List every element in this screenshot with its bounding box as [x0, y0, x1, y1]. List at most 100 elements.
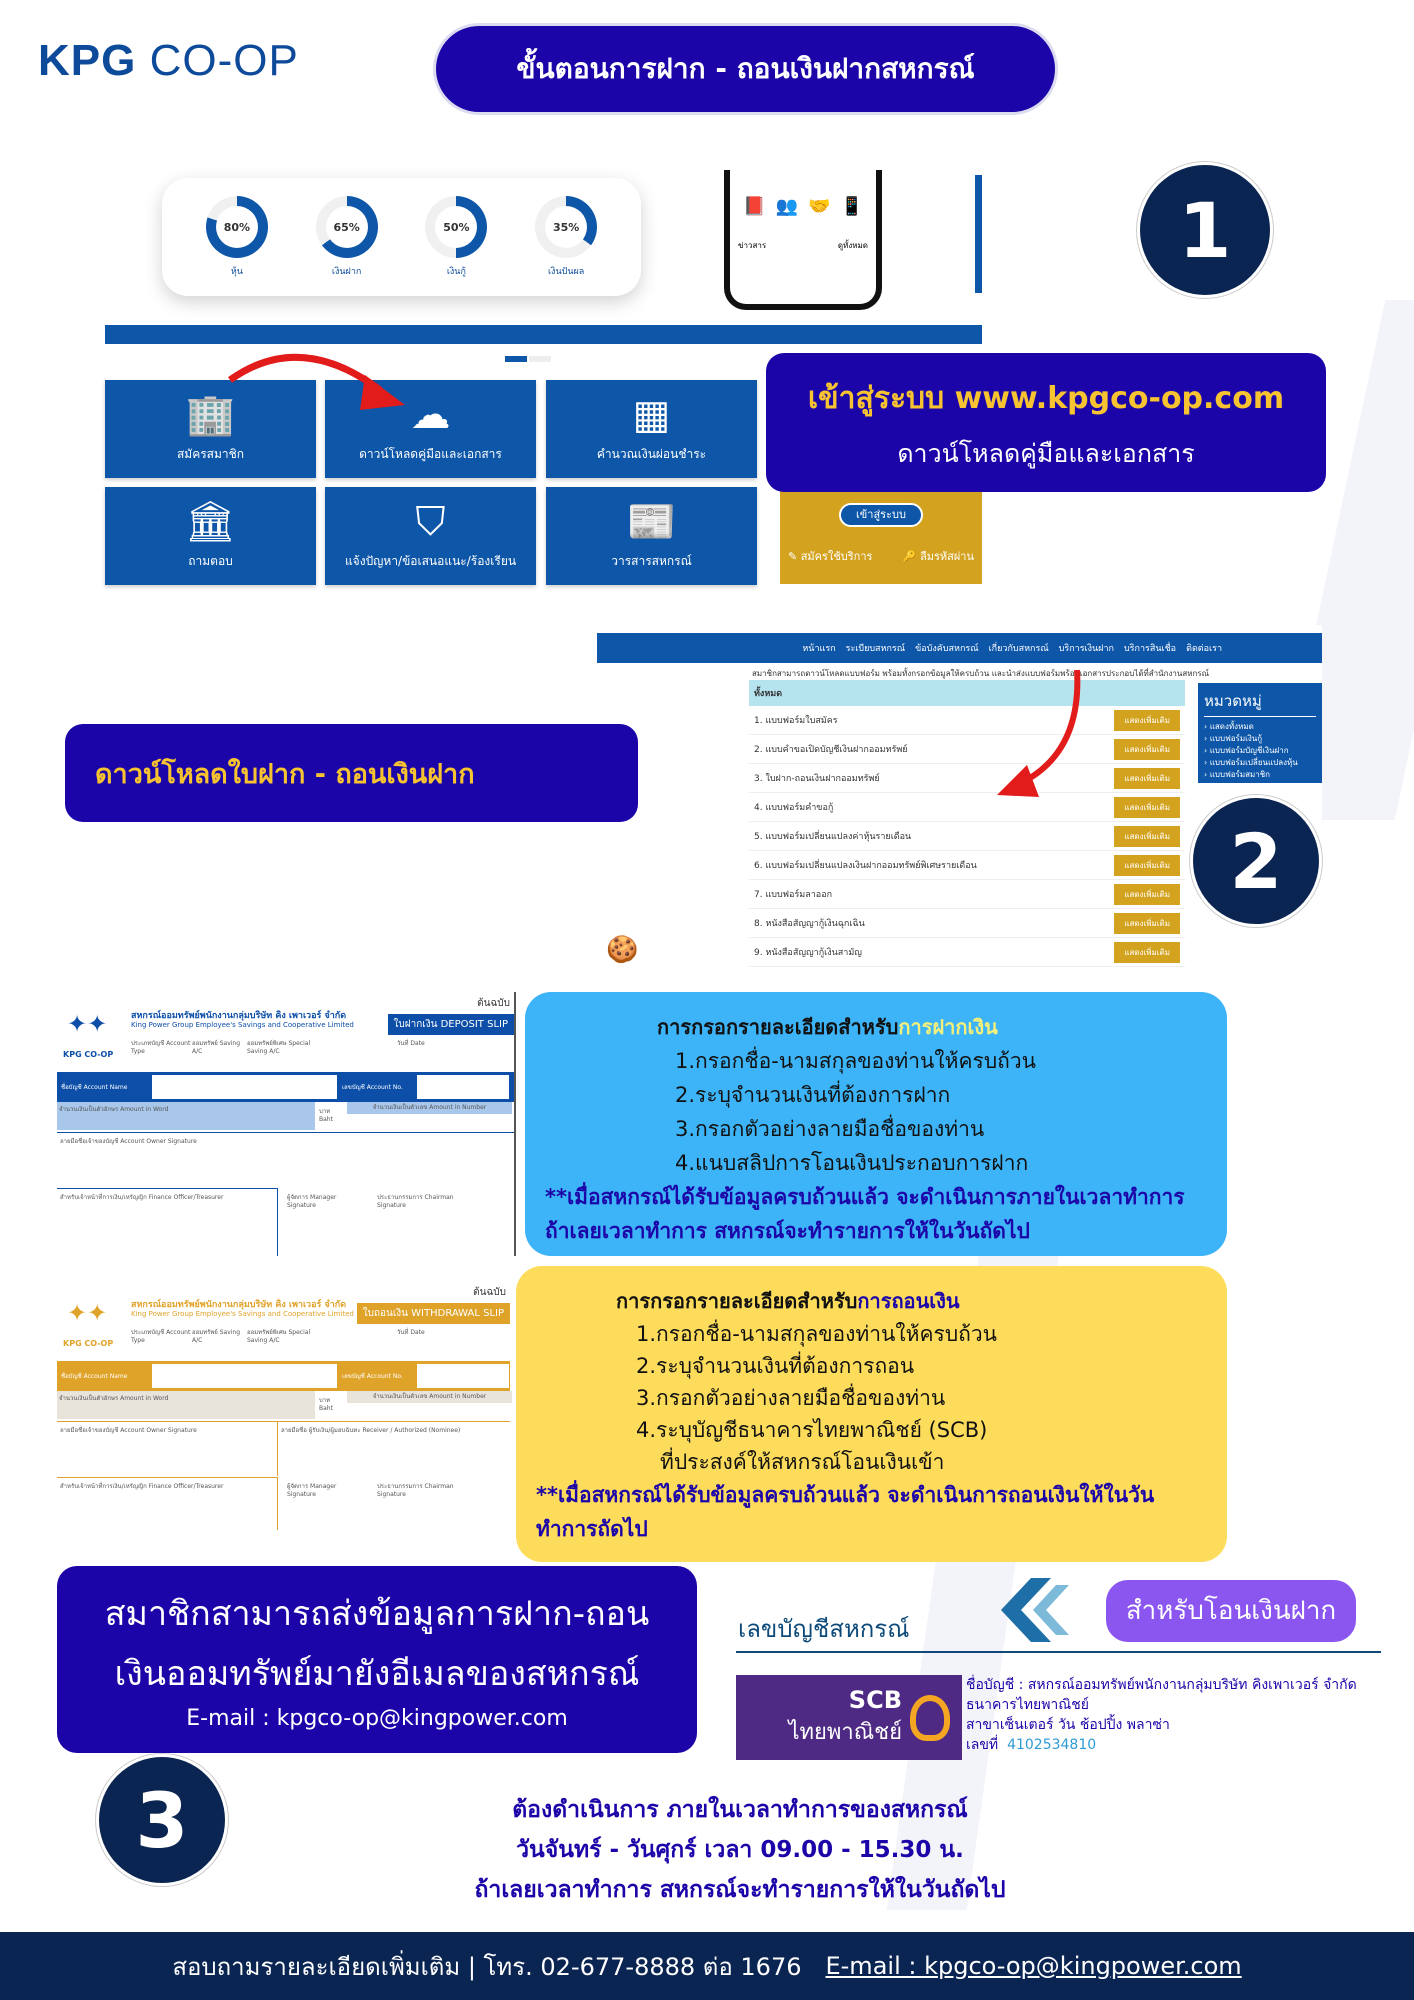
amount-word-cell: จำนวนเงินเป็นตัวอักษร Amount in Word: [57, 1102, 315, 1130]
form-row: 4. แบบฟอร์มคำขอกู้ แสดงเพิ่มเติม: [749, 793, 1185, 822]
kpg-coop-logo: KPG CO-OP: [38, 36, 299, 86]
baht-label: บาท Baht: [319, 1397, 333, 1412]
phone-app-icons: 📕👥🤝📱: [743, 196, 863, 217]
tile-label: วารสารสหกรณ์: [611, 553, 692, 568]
category-item[interactable]: › แบบฟอร์มสมาชิก: [1204, 769, 1316, 781]
menu-tile-4[interactable]: 🏛ถามตอบ: [105, 487, 316, 585]
nav-item[interactable]: บริการสินเชื่อ: [1123, 644, 1177, 654]
form-name[interactable]: 8. หนังสือสัญญากู้เงินฉุกเฉิน: [754, 919, 865, 929]
form-name[interactable]: 6. แบบฟอร์มเปลี่ยนแปลงเงินฝากออมทรัพย์พิ…: [754, 861, 977, 871]
forms-intro: สมาชิกสามารถดาวน์โหลดแบบฟอร์ม พร้อมทั้งก…: [752, 669, 1210, 678]
carousel-dot-active[interactable]: [505, 356, 527, 362]
amount-number-label: จำนวนเงินเป็นตัวเลข Amount in Number: [347, 1102, 512, 1114]
category-item[interactable]: › แบบฟอร์มเปลี่ยนแปลงหุ้น: [1204, 757, 1316, 769]
show-more-button[interactable]: แสดงเพิ่มเติม: [1114, 709, 1180, 731]
withdraw-heading: การกรอกรายละเอียดสำหรับ: [616, 1289, 858, 1313]
show-more-button[interactable]: แสดงเพิ่มเติม: [1114, 854, 1180, 876]
chevron-right-icon: ›: [1204, 770, 1210, 779]
hours-line: วันจันทร์ - วันศุกร์ เวลา 09.00 - 15.30 …: [516, 1837, 964, 1863]
register-link[interactable]: ✎ สมัครใช้บริการ: [788, 550, 873, 563]
show-more-button[interactable]: แสดงเพิ่มเติม: [1114, 912, 1180, 934]
show-more-button[interactable]: แสดงเพิ่มเติม: [1114, 883, 1180, 905]
cookie-icon[interactable]: 🍪: [606, 935, 639, 965]
nav-item[interactable]: เกี่ยวกับสหกรณ์: [988, 644, 1049, 654]
nav-item[interactable]: หน้าแรก: [802, 644, 836, 654]
show-more-button[interactable]: แสดงเพิ่มเติม: [1114, 738, 1180, 760]
slip-logo-text: KPG CO-OP: [63, 1050, 114, 1059]
stat-item: 50%เงินกู้: [425, 196, 488, 278]
menu-tile-6[interactable]: 📰 วารสารสหกรณ์: [546, 487, 757, 585]
nav-item[interactable]: ข้อบังคับสหกรณ์: [915, 644, 979, 654]
account-name-label: ชื่อบัญชี Account Name: [61, 1373, 128, 1380]
chairman-signature: ประธานกรรมการ Chairman Signature: [377, 1483, 454, 1498]
account-type: ประเภทบัญชี Account Type: [131, 1040, 191, 1055]
form-name[interactable]: 4. แบบฟอร์มคำขอกู้: [754, 803, 834, 813]
receiver-signature: ลายมือชื่อ ผู้รับเงิน/ผู้มอบฉันทะ Receiv…: [277, 1421, 510, 1476]
office-hours: ต้องดำเนินการ ภายในเวลาทำการของสหกรณ์ วั…: [400, 1790, 1080, 1910]
stat-label: หุ้น: [230, 267, 243, 277]
finance-officer: สำหรับเจ้าหน้าที่การเงิน/เหรัญญิก Financ…: [57, 1188, 277, 1256]
category-item[interactable]: › แสดงทั้งหมด: [1204, 721, 1316, 733]
chevron-right-icon: ›: [1204, 746, 1210, 755]
show-more-button[interactable]: แสดงเพิ่มเติม: [1114, 825, 1180, 847]
nav-item[interactable]: บริการเงินฝาก: [1058, 644, 1114, 654]
blue-banner: [105, 325, 982, 344]
form-row: 8. หนังสือสัญญากู้เงินฉุกเฉิน แสดงเพิ่มเต…: [749, 909, 1185, 938]
category-item[interactable]: › แบบฟอร์มบัญชีเงินฝาก: [1204, 745, 1316, 757]
logo-text: KPG CO-OP: [38, 36, 299, 85]
org-name-en: King Power Group Employee's Savings and …: [131, 1310, 354, 1318]
coop-email[interactable]: E-mail : kpgco-op@kingpower.com: [186, 1706, 568, 1731]
deposit-step: 3.กรอกตัวอย่างลายมือชื่อของท่าน: [675, 1117, 985, 1141]
form-name[interactable]: 3. ใบฝาก-ถอนเงินฝากออมทรัพย์: [754, 774, 880, 784]
account-type: ประเภทบัญชี Account Type: [131, 1329, 191, 1344]
show-more-button[interactable]: แสดงเพิ่มเติม: [1114, 941, 1180, 963]
menu-tile-1[interactable]: 🏢สมัครสมาชิก: [105, 380, 316, 478]
withdraw-step: ที่ประสงค์ให้สหกรณ์โอนเงินเข้า: [660, 1450, 945, 1474]
nav-item[interactable]: ระเบียบสหกรณ์: [845, 644, 906, 654]
form-name[interactable]: 7. แบบฟอร์มลาออก: [754, 890, 833, 900]
signature-divider: [277, 1477, 278, 1530]
org-name-en: King Power Group Employee's Savings and …: [131, 1021, 354, 1029]
form-row: 6. แบบฟอร์มเปลี่ยนแปลงเงินฝากออมทรัพย์พิ…: [749, 851, 1185, 880]
newsletter-icon: 📰: [626, 498, 677, 545]
download-callout: ดาวน์โหลดใบฝาก - ถอนเงินฝาก: [65, 724, 638, 822]
show-more-button[interactable]: แสดงเพิ่มเติม: [1114, 796, 1180, 818]
form-row: 9. หนังสือสัญญากู้เงินสามัญ แสดงเพิ่มเติม: [749, 938, 1185, 967]
account-no-label: เลขบัญชี Account No.: [342, 1084, 403, 1091]
forgot-password-link[interactable]: 🔑 ลืมรหัสผ่าน: [902, 550, 974, 563]
form-name[interactable]: 5. แบบฟอร์มเปลี่ยนแปลงค่าหุ้นรายเดือน: [754, 832, 912, 842]
withdraw-step: 3.กรอกตัวอย่างลายมือชื่อของท่าน: [636, 1386, 946, 1410]
menu-tile-3[interactable]: ▦คำนวณเงินผ่อนชำระ: [546, 380, 757, 478]
account-name-label: ชื่อบัญชี Account Name: [61, 1084, 128, 1091]
callout-url: เข้าสู่ระบบ www.kpgco-op.com: [807, 381, 1285, 416]
slip-title: ใบถอนเงิน WITHDRAWAL SLIP: [356, 1303, 510, 1324]
category-item[interactable]: › แบบฟอร์มเงินกู้: [1204, 733, 1316, 745]
bank-account-name: ชื่อบัญชี : สหกรณ์ออมทรัพย์พนักงานกลุ่มบ…: [966, 1677, 1357, 1693]
phone-mockup: 📕👥🤝📱 ข่าวสารดูทั้งหมด: [724, 170, 882, 310]
stat-value: 80%: [215, 206, 258, 248]
chairman-signature: ประธานกรรมการ Chairman Signature: [377, 1194, 454, 1209]
account-number[interactable]: 4102534810: [1007, 1737, 1097, 1753]
form-name[interactable]: 9. หนังสือสัญญากู้เงินสามัญ: [754, 948, 862, 958]
phone-see-all[interactable]: ดูทั้งหมด: [837, 241, 868, 250]
form-name[interactable]: 1. แบบฟอร์มใบสมัคร: [754, 716, 838, 726]
form-name[interactable]: 2. แบบคำขอเปิดบัญชีเงินฝากออมทรัพย์: [754, 745, 908, 755]
footer-bar: สอบถามรายละเอียดเพิ่มเติม | โทร. 02-677-…: [0, 1932, 1414, 2000]
deposit-instructions: การกรอกรายละเอียดสำหรับการฝากเงิน 1.กรอก…: [525, 992, 1227, 1256]
footer-email-link[interactable]: E-mail : kpgco-op@kingpower.com: [825, 1952, 1242, 1980]
stat-item: 80% หุ้น: [205, 196, 268, 278]
bank-name: ธนาคารไทยพาณิชย์: [966, 1697, 1089, 1713]
show-more-button[interactable]: แสดงเพิ่มเติม: [1114, 767, 1180, 789]
menu-tile-2[interactable]: ☁ดาวน์โหลดคู่มือและเอกสาร: [325, 380, 536, 478]
carousel-dot[interactable]: [529, 356, 551, 362]
category-title: หมวดหมู่: [1204, 689, 1316, 717]
special-saving-option: ออมทรัพย์พิเศษ Special Saving A/C: [247, 1040, 311, 1055]
amount-word-cell: จำนวนเงินเป็นตัวอักษร Amount in Word: [57, 1391, 315, 1419]
category-label: แบบฟอร์มเงินกู้: [1209, 734, 1263, 743]
nav-item[interactable]: ติดต่อเรา: [1186, 644, 1222, 654]
menu-tile-5[interactable]: ⛉แจ้งปัญหา/ข้อเสนอแนะ/ร้องเรียน: [325, 487, 536, 585]
email-line-2: เงินออมทรัพย์มายังอีเมลของสหกรณ์: [114, 1654, 640, 1694]
form-row: 5. แบบฟอร์มเปลี่ยนแปลงค่าหุ้นรายเดือน แสด…: [749, 822, 1185, 851]
login-button[interactable]: เข้าสู่ระบบ: [839, 503, 923, 527]
form-row: 1. แบบฟอร์มใบสมัคร แสดงเพิ่มเติม: [749, 706, 1185, 735]
